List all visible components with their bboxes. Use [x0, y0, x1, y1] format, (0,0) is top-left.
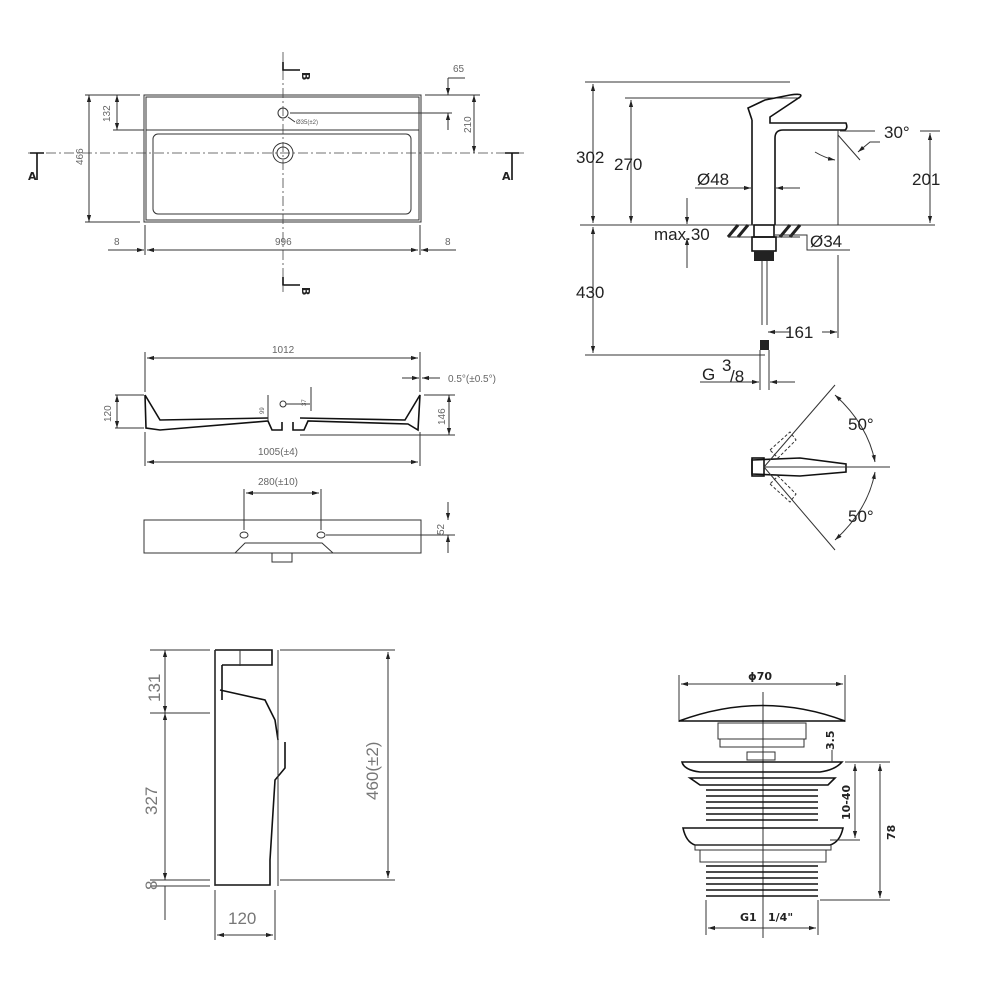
dim-34: Ø34 — [810, 232, 842, 251]
thread-frac: 1/4" — [768, 911, 793, 924]
basin-top-view: Ø35(±2) 466 132 210 65 996 8 8 A A B B — [28, 52, 525, 295]
thread-den: /8 — [730, 367, 744, 386]
basin-back-view: 280(±10) 52 — [143, 477, 455, 563]
dim-1012: 1012 — [272, 345, 295, 356]
angle-50-bottom: 50° — [848, 507, 874, 526]
dim-120: 120 — [228, 909, 256, 928]
dim-65: 65 — [453, 64, 465, 75]
dim-8-left: 8 — [114, 237, 120, 248]
dim-131: 131 — [145, 674, 164, 702]
section-b-top: B — [299, 72, 312, 80]
dim-132: 132 — [102, 105, 113, 122]
max-30: max.30 — [654, 225, 710, 244]
faucet-handle-rotation: 50° 50° — [751, 384, 890, 551]
dim-210: 210 — [463, 116, 474, 133]
thread-g1: G1 — [740, 911, 757, 924]
drain-hole — [272, 142, 294, 164]
dim-270: 270 — [614, 155, 642, 174]
basin-side-section: 131 327 8 460(±2) 120 — [142, 649, 395, 940]
tap-hole-label: Ø35(±2) — [296, 120, 318, 126]
thread-num: 3 — [722, 356, 731, 375]
dim-8: 8 — [142, 881, 161, 890]
dim-1005: 1005(±4) — [258, 447, 298, 458]
section-b-bottom: B — [299, 287, 312, 295]
tap-hole — [277, 107, 289, 119]
dim-48: Ø48 — [697, 170, 729, 189]
dim-37: 37 — [302, 399, 308, 406]
dim-10-40: 10-40 — [840, 784, 853, 820]
dim-201: 201 — [912, 170, 940, 189]
thread-g: G — [702, 365, 715, 384]
dim-3-5: 3.5 — [824, 731, 837, 751]
faucet-elevation: 302 270 430 Ø48 max.30 Ø34 161 G 3 /8 30… — [576, 81, 940, 390]
dim-99: 99 — [260, 407, 266, 414]
dim-430: 430 — [576, 283, 604, 302]
dim-280: 280(±10) — [258, 477, 298, 488]
section-a-right: A — [502, 170, 511, 183]
dim-78: 78 — [885, 825, 898, 840]
dim-8-right: 8 — [445, 237, 451, 248]
dim-120: 120 — [103, 405, 114, 422]
basin-front-section: 1012 0.5°(±0.5°) 120 146 99 37 1005(±4) — [103, 345, 496, 466]
angle-30: 30° — [884, 123, 910, 142]
dim-996: 996 — [275, 237, 292, 248]
dim-302: 302 — [576, 148, 604, 167]
dim-52: 52 — [436, 523, 447, 535]
dim-327: 327 — [142, 787, 161, 815]
dim-146: 146 — [437, 408, 448, 425]
dim-angle: 0.5°(±0.5°) — [448, 374, 496, 385]
pop-up-drain: ϕ70 3.5 10-40 78 G1 1/4" — [678, 670, 898, 938]
dim-70: ϕ70 — [748, 670, 772, 683]
dim-460: 460(±2) — [363, 742, 382, 800]
dim-466: 466 — [75, 148, 86, 165]
angle-50-top: 50° — [848, 415, 874, 434]
dim-161: 161 — [785, 323, 813, 342]
section-a-left: A — [28, 170, 37, 183]
thread-lower — [706, 865, 818, 897]
thread-upper — [706, 789, 818, 821]
